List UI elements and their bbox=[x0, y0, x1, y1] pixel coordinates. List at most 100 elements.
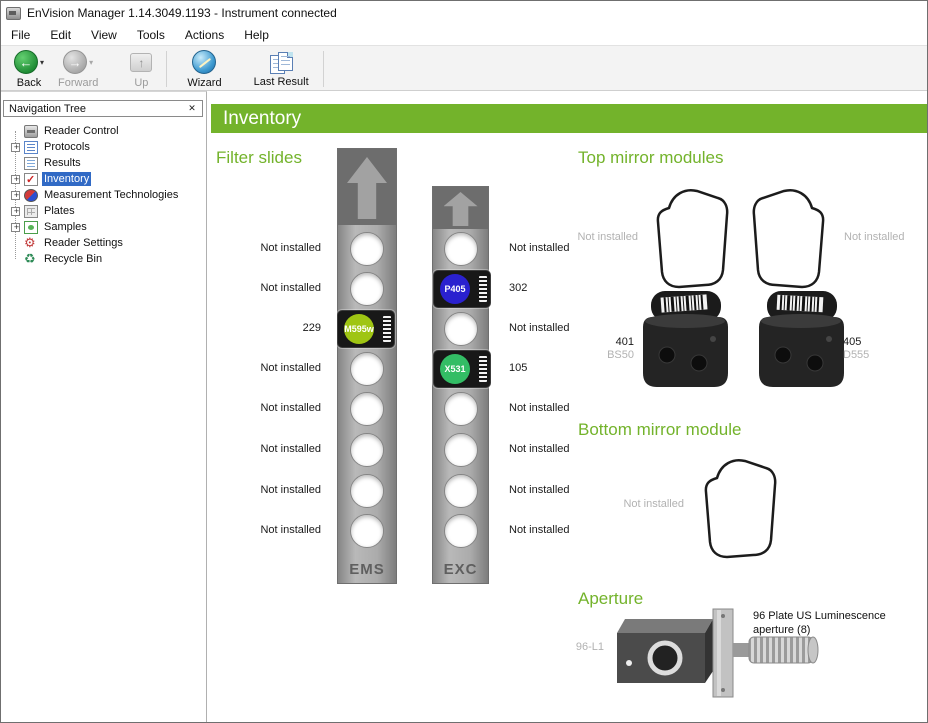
sidebar-item-label: Reader Control bbox=[44, 125, 119, 137]
filter-chip-m595w: M595w bbox=[337, 310, 395, 348]
up-icon bbox=[130, 53, 153, 72]
exc-slot-7-label: Not installed bbox=[509, 484, 570, 496]
exc-slot-1 bbox=[444, 232, 478, 266]
exc-slot-6 bbox=[444, 433, 478, 467]
ems-slot-2 bbox=[350, 272, 384, 306]
toolbar: Back Forward Up Wizard Last Result bbox=[1, 45, 927, 91]
expand-icon[interactable] bbox=[11, 174, 21, 184]
up-button[interactable]: Up bbox=[123, 48, 159, 89]
ems-slot-6 bbox=[350, 433, 384, 467]
reader-settings-icon bbox=[24, 235, 38, 251]
reader-control-icon bbox=[24, 124, 38, 138]
sidebar-item-samples[interactable]: Samples bbox=[5, 219, 89, 235]
sidebar-item-label: Recycle Bin bbox=[44, 253, 103, 265]
navigation-panel: Navigation Tree Reader Control Protocols… bbox=[1, 91, 207, 722]
expand-icon[interactable] bbox=[11, 142, 21, 152]
mirror-module-outline bbox=[752, 189, 825, 289]
forward-icon bbox=[63, 50, 88, 74]
page-title-bar: Inventory bbox=[211, 104, 927, 133]
samples-icon bbox=[24, 220, 38, 234]
forward-button[interactable]: Forward bbox=[51, 48, 105, 89]
sidebar-item-reader-control[interactable]: Reader Control bbox=[5, 123, 121, 139]
sidebar-item-recycle-bin[interactable]: Recycle Bin bbox=[5, 251, 104, 267]
protocols-icon bbox=[24, 140, 38, 154]
aperture-description: 96 Plate US Luminescence aperture (8) bbox=[753, 610, 886, 636]
sidebar-item-protocols[interactable]: Protocols bbox=[5, 139, 92, 155]
filter-chip-p405: P405 bbox=[433, 270, 491, 308]
sidebar-item-inventory[interactable]: Inventory bbox=[5, 171, 92, 187]
up-label: Up bbox=[134, 77, 149, 89]
mirror-module-405-code: D555 bbox=[843, 349, 870, 361]
ems-tower-cap bbox=[338, 149, 396, 225]
ems-slot-3-label: 229 bbox=[302, 322, 321, 334]
close-icon[interactable] bbox=[185, 102, 199, 115]
sidebar-item-reader-settings[interactable]: Reader Settings bbox=[5, 235, 125, 251]
exc-slot-3 bbox=[444, 312, 478, 346]
mirror-module-outline bbox=[704, 459, 777, 559]
bottom-mirror-module-heading: Bottom mirror module bbox=[578, 420, 742, 439]
exc-slot-5 bbox=[444, 392, 478, 426]
mirror-module-401-code: BS50 bbox=[607, 349, 634, 361]
sidebar-item-label: Measurement Technologies bbox=[44, 189, 179, 201]
ems-slot-5-label: Not installed bbox=[260, 402, 321, 414]
wizard-button[interactable]: Wizard bbox=[180, 48, 228, 89]
last-result-icon bbox=[268, 51, 295, 75]
ems-slot-2-label: Not installed bbox=[260, 282, 321, 294]
ems-tower-label: EMS bbox=[349, 561, 385, 578]
menu-bar: File Edit View Tools Actions Help bbox=[1, 25, 927, 45]
ems-slot-8-label: Not installed bbox=[260, 524, 321, 536]
ems-slot-7-label: Not installed bbox=[260, 484, 321, 496]
barcode-icon bbox=[479, 276, 487, 302]
up-arrow-icon bbox=[347, 157, 387, 219]
ems-slot-1-label: Not installed bbox=[260, 242, 321, 254]
expand-icon[interactable] bbox=[11, 206, 21, 216]
menu-tools[interactable]: Tools bbox=[136, 28, 165, 42]
navigation-tree-title: Navigation Tree bbox=[9, 102, 87, 115]
back-icon bbox=[14, 50, 38, 74]
mirror-module-405-image bbox=[759, 291, 844, 387]
menu-file[interactable]: File bbox=[11, 28, 31, 42]
ems-slot-7 bbox=[350, 474, 384, 508]
sidebar-item-label: Samples bbox=[44, 221, 87, 233]
expand-icon[interactable] bbox=[11, 222, 21, 232]
exc-slot-8-label: Not installed bbox=[509, 524, 570, 536]
sidebar-item-measurement-technologies[interactable]: Measurement Technologies bbox=[5, 187, 180, 203]
back-button[interactable]: Back bbox=[7, 48, 51, 89]
toolbar-separator bbox=[166, 51, 168, 87]
sidebar-item-results[interactable]: Results bbox=[5, 155, 83, 171]
exc-slot-6-label: Not installed bbox=[509, 443, 570, 455]
ems-filter-slide: EMS bbox=[337, 148, 397, 584]
mirror-module-401-id: 401 bbox=[615, 336, 634, 348]
results-icon bbox=[24, 156, 38, 170]
forward-label: Forward bbox=[58, 77, 99, 89]
ems-slot-6-label: Not installed bbox=[260, 443, 321, 455]
menu-view[interactable]: View bbox=[91, 28, 117, 42]
mirror-module-401-image bbox=[643, 291, 728, 387]
wizard-label: Wizard bbox=[187, 77, 222, 89]
menu-actions[interactable]: Actions bbox=[184, 28, 225, 42]
menu-help[interactable]: Help bbox=[244, 28, 269, 42]
exc-slot-2-label: 302 bbox=[509, 282, 528, 294]
measurement-technologies-icon bbox=[24, 188, 38, 202]
navigation-tree-header: Navigation Tree bbox=[3, 100, 203, 117]
sidebar-item-label: Reader Settings bbox=[44, 237, 123, 249]
exc-tower-label: EXC bbox=[443, 561, 478, 578]
back-dropdown-icon[interactable] bbox=[40, 58, 44, 67]
forward-dropdown-icon[interactable] bbox=[89, 58, 93, 67]
page-title: Inventory bbox=[223, 107, 302, 129]
title-bar: EnVision Manager 1.14.3049.1193 - Instru… bbox=[1, 1, 927, 25]
sidebar-item-plates[interactable]: Plates bbox=[5, 203, 77, 219]
inventory-icon bbox=[24, 172, 38, 186]
barcode-icon bbox=[479, 356, 487, 382]
exc-slot-4-label: 105 bbox=[509, 362, 528, 374]
last-result-button[interactable]: Last Result bbox=[247, 48, 316, 88]
exc-slot-3-label: Not installed bbox=[509, 322, 570, 334]
ems-slot-5 bbox=[350, 392, 384, 426]
exc-slot-8 bbox=[444, 514, 478, 548]
mirror-module-405-id: 405 bbox=[843, 336, 862, 348]
top-mirror-modules-heading: Top mirror modules bbox=[578, 148, 724, 167]
expand-icon[interactable] bbox=[11, 190, 21, 200]
ems-slot-4 bbox=[350, 352, 384, 386]
menu-edit[interactable]: Edit bbox=[50, 28, 72, 42]
